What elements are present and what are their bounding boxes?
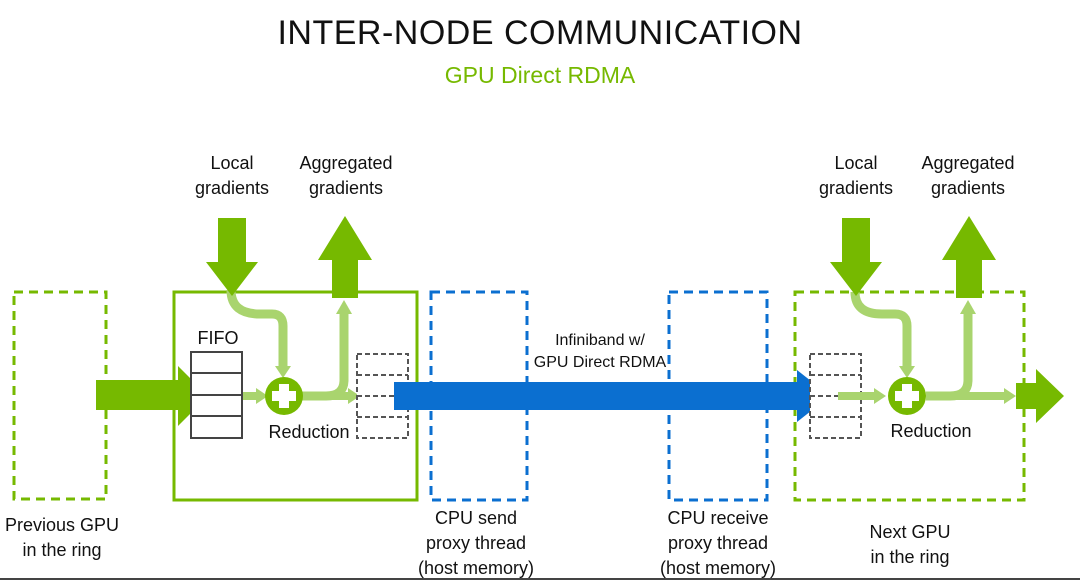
cpu-send-label: CPU send proxy thread (host memory) [404, 506, 548, 581]
right-reduction-to-next-arrowhead [1004, 388, 1016, 404]
previous-gpu-line2: in the ring [22, 540, 102, 560]
fifo-stack [190, 351, 243, 439]
next-gpu-line2: in the ring [870, 547, 950, 567]
cpu-send-line1: CPU send [434, 508, 518, 528]
right-buffer-to-reduction-arrowhead [874, 388, 886, 404]
cpu-receive-line2: proxy thread [667, 533, 769, 553]
left-local-gradients-arrow [206, 218, 258, 296]
left-fifo-to-reduction-arrowhead [256, 388, 268, 404]
left-local-gradients-label: Local gradients [182, 151, 282, 201]
right-local-flow-arrowhead [899, 366, 915, 378]
page-title: INTER-NODE COMMUNICATION [277, 14, 803, 52]
right-reduction-label: Reduction [890, 421, 972, 441]
right-aggregated-gradients-arrow [942, 216, 996, 298]
infiniband-arrow [394, 370, 830, 422]
outgoing-arrow [1016, 369, 1064, 423]
bottom-divider [0, 578, 1080, 580]
left-aggregated-gradients-arrow [318, 216, 372, 298]
infiniband-label-line2: GPU Direct RDMA [533, 354, 667, 371]
left-aggregated-flow-arrowhead [336, 300, 352, 314]
previous-gpu-box [12, 290, 108, 501]
infiniband-label-line1: Infiniband w/ [555, 332, 645, 349]
right-aggregated-gradients-label: Aggregated gradients [907, 151, 1029, 201]
left-aggregated-gradients-label: Aggregated gradients [285, 151, 407, 201]
right-reduction-plus-circle-icon [888, 377, 926, 415]
right-aggregated-gradients-line1: Aggregated [921, 153, 1015, 173]
cpu-send-line2: proxy thread [425, 533, 527, 553]
left-reduction-label: Reduction [268, 422, 350, 442]
incoming-arrow [96, 366, 208, 426]
left-aggregated-gradients-line2: gradients [308, 178, 384, 198]
right-aggregated-flow [926, 312, 973, 401]
right-local-gradients-arrow [830, 218, 882, 296]
right-aggregated-flow-arrowhead [960, 300, 976, 314]
cpu-receive-line3: (host memory) [659, 558, 776, 578]
next-gpu-line1: Next GPU [869, 522, 951, 542]
previous-gpu-line1: Previous GPU [4, 515, 120, 535]
left-reduction-to-buffer-arrowhead [348, 388, 360, 404]
left-aggregated-gradients-line1: Aggregated [299, 153, 393, 173]
right-local-gradients-label: Local gradients [806, 151, 906, 201]
fifo-label: FIFO [197, 328, 239, 348]
cpu-receive-line1: CPU receive [667, 508, 769, 528]
cpu-receive-label: CPU receive proxy thread (host memory) [644, 506, 792, 581]
previous-gpu-label: Previous GPU in the ring [0, 513, 124, 563]
right-local-gradients-line2: gradients [818, 178, 894, 198]
infiniband-label: Infiniband w/ GPU Direct RDMA [520, 330, 680, 374]
left-aggregated-flow [302, 312, 349, 401]
right-local-flow [850, 291, 912, 368]
left-local-flow-arrowhead [275, 366, 291, 378]
right-local-gradients-line1: Local [834, 153, 878, 173]
cpu-send-line3: (host memory) [417, 558, 534, 578]
left-local-flow [226, 289, 288, 368]
left-local-gradients-line1: Local [210, 153, 254, 173]
page-subtitle: GPU Direct RDMA [444, 62, 636, 88]
next-gpu-label: Next GPU in the ring [848, 520, 972, 570]
right-aggregated-gradients-line2: gradients [930, 178, 1006, 198]
left-local-gradients-line2: gradients [194, 178, 270, 198]
left-reduction-plus-circle-icon [265, 377, 303, 415]
